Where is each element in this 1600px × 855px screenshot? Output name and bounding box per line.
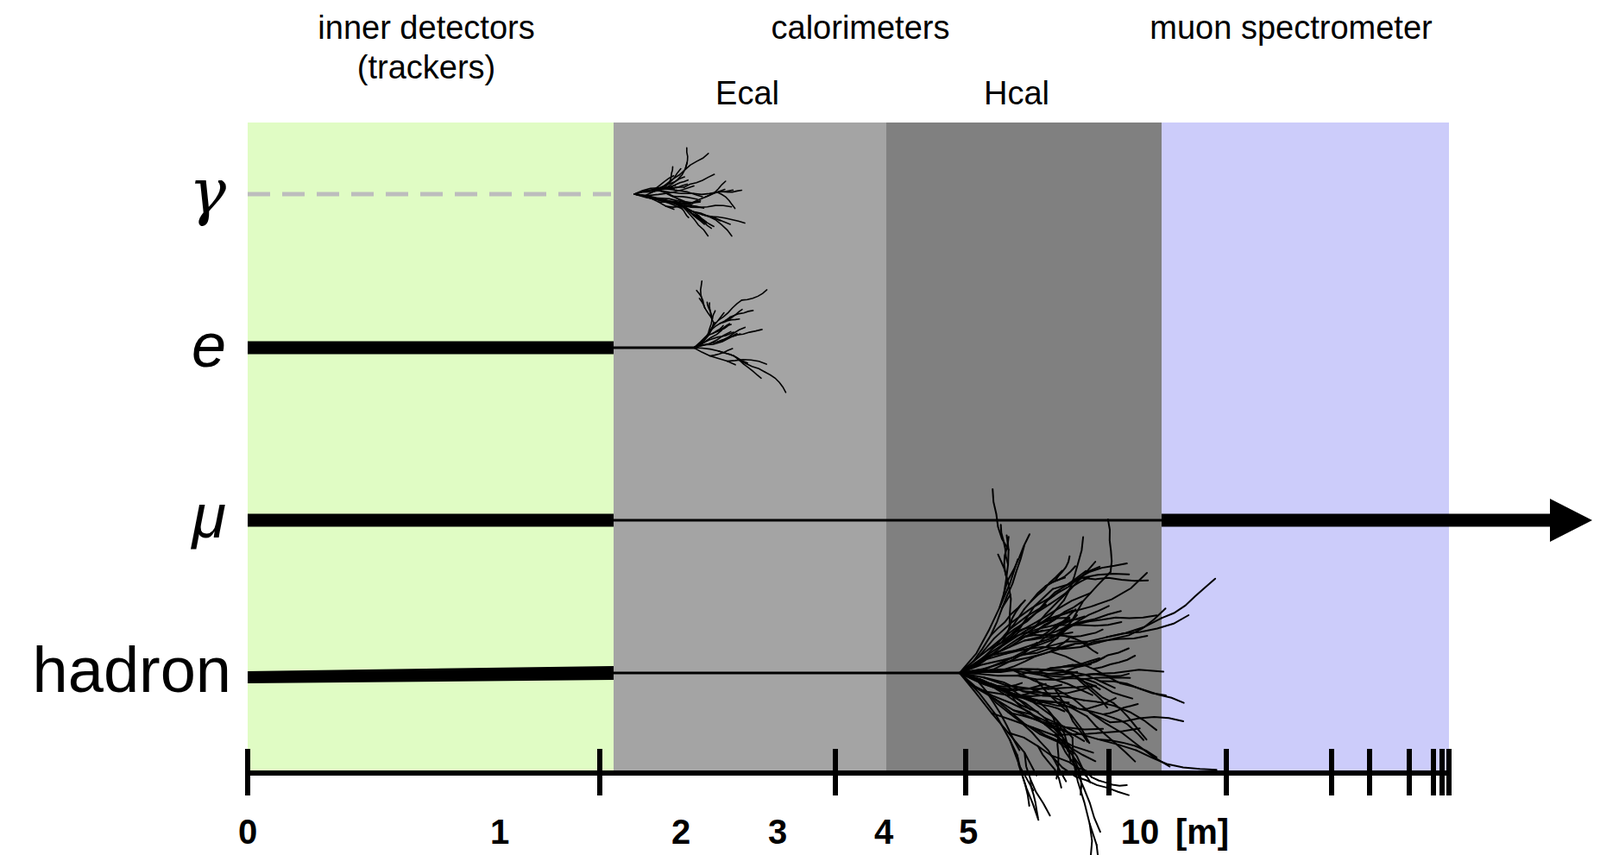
particle-showers: [634, 147, 1217, 855]
detector-region: muon spectrometer: [1161, 0, 1449, 773]
axis-unit: [m]: [1175, 811, 1229, 853]
region-band: [1161, 122, 1449, 773]
particle-label: hadron: [32, 632, 232, 710]
detector-region: Ecal: [613, 0, 887, 773]
axis-number: 10: [1121, 811, 1160, 853]
axis-number: 2: [671, 811, 691, 853]
axis-line: [247, 770, 1449, 776]
region-heading: Hcal: [930, 74, 1103, 114]
axis-number: 0: [238, 811, 258, 853]
electron-track: [247, 341, 614, 355]
particle-label: γ: [188, 154, 227, 229]
group-heading: calorimeters: [771, 8, 951, 49]
hadron-track: [247, 666, 614, 684]
axis-number: 4: [874, 811, 894, 853]
particle-label: e: [191, 308, 227, 383]
axis-number: 1: [490, 811, 510, 853]
hadron-track-thin: [613, 672, 960, 675]
photon-track: [247, 192, 612, 197]
region-band: [613, 122, 887, 773]
muon-track-outer: [1161, 514, 1554, 528]
region-heading: inner detectors (trackers): [283, 8, 569, 88]
axis-ticks: [247, 749, 1449, 796]
particle-label: μ: [192, 478, 227, 554]
region-heading: Ecal: [661, 74, 834, 114]
region-heading: muon spectrometer: [1075, 8, 1507, 49]
detector-region: inner detectors (trackers): [247, 0, 614, 773]
detector-region: Hcal: [886, 0, 1162, 773]
muon-track: [247, 514, 614, 528]
axis-number: 3: [768, 811, 788, 853]
electron-track-thin: [613, 346, 696, 350]
muon-arrowhead: [1549, 498, 1593, 542]
muon-track-thin: [613, 519, 1162, 523]
axis-number: 5: [958, 811, 978, 853]
